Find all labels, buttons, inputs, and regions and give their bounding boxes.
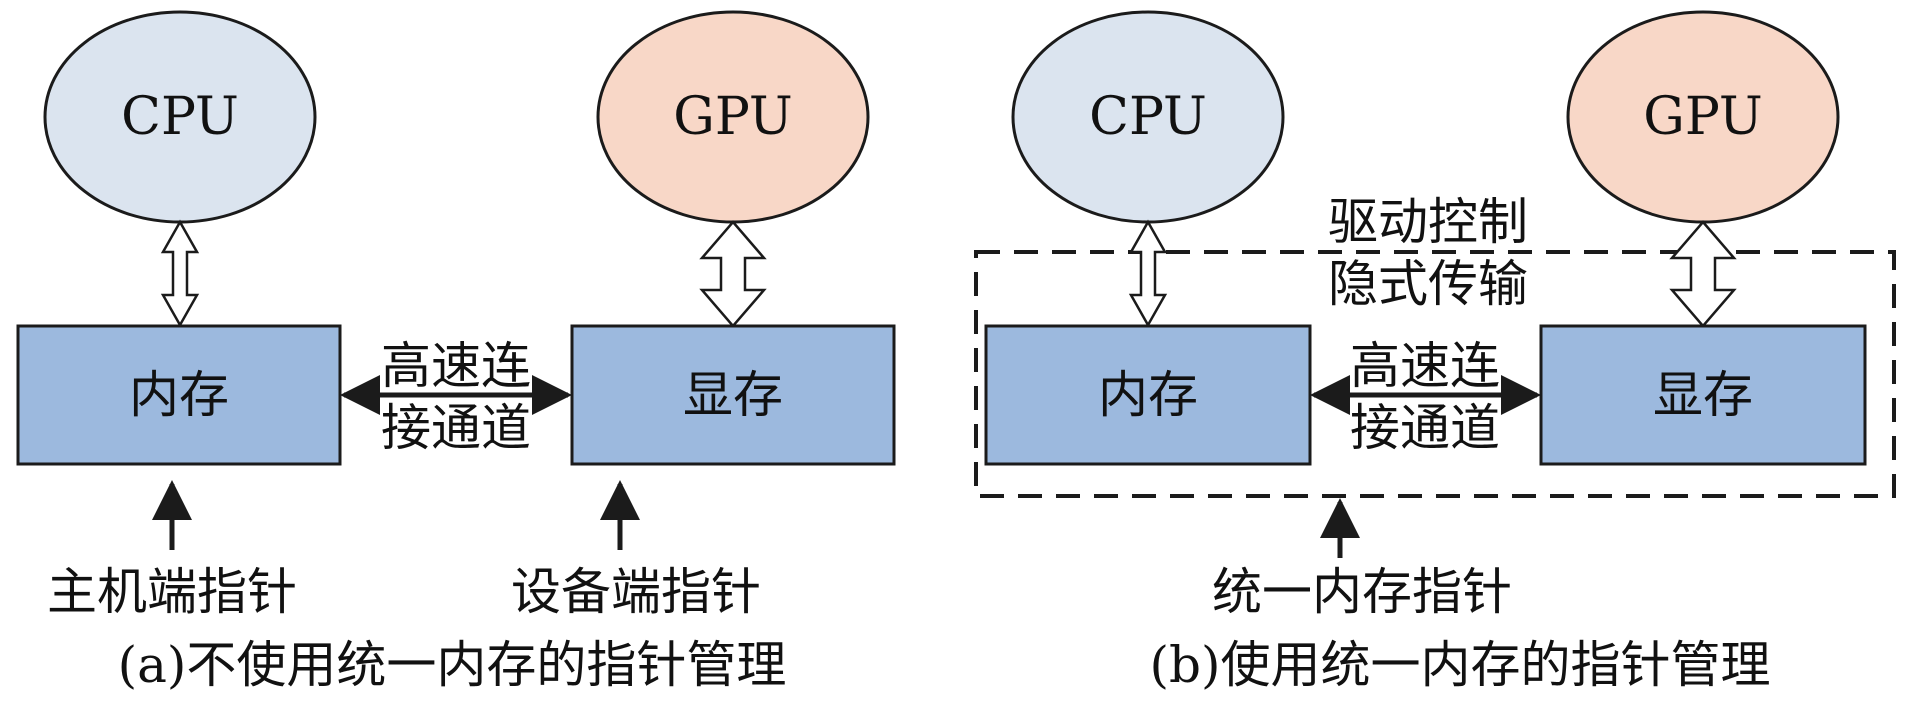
host-memory-label: 内存: [1098, 366, 1198, 424]
unified-pointer-label: 统一内存指针: [1212, 563, 1512, 621]
device-memory-label: 显存: [683, 366, 783, 424]
host-memory-box: [16, 324, 342, 466]
cpu-label: CPU: [1089, 87, 1207, 147]
device-memory-box: [570, 324, 896, 466]
link-label-line2: 接通道: [1350, 399, 1500, 457]
link-label-line1: 高速连: [1350, 337, 1500, 395]
panel-a: CPU GPU 内存 显存 高速连 接通道 主机端指针 设备端指针 (a)不使用…: [16, 10, 896, 694]
driver-label-line1: 驱动控制: [1328, 193, 1528, 251]
host-memory-box: [984, 324, 1312, 466]
cpu-label: CPU: [121, 87, 239, 147]
gpu-label: GPU: [673, 87, 792, 147]
link-label-line1: 高速连: [381, 337, 531, 395]
link-label-line2: 接通道: [381, 399, 531, 457]
cpu-memory-arrow: [160, 219, 200, 328]
gpu-label: GPU: [1643, 87, 1762, 147]
device-pointer-label: 设备端指针: [511, 563, 761, 621]
host-memory-label: 内存: [129, 366, 229, 424]
caption-a: (a)不使用统一内存的指针管理: [118, 636, 787, 694]
host-pointer-label: 主机端指针: [47, 563, 297, 621]
panel-b: CPU GPU 驱动控制 隐式传输 内存 显存 高速连 接通道 统一内存指针 (…: [974, 10, 1896, 694]
cpu-memory-arrow: [1128, 219, 1168, 328]
driver-label-line2: 隐式传输: [1328, 255, 1528, 313]
gpu-vram-arrow: [699, 220, 767, 328]
device-memory-label: 显存: [1653, 366, 1753, 424]
device-memory-box: [1539, 324, 1867, 466]
caption-b: (b)使用统一内存的指针管理: [1149, 636, 1770, 694]
driver-control-region: [974, 250, 1896, 498]
gpu-vram-arrow: [1669, 220, 1737, 328]
